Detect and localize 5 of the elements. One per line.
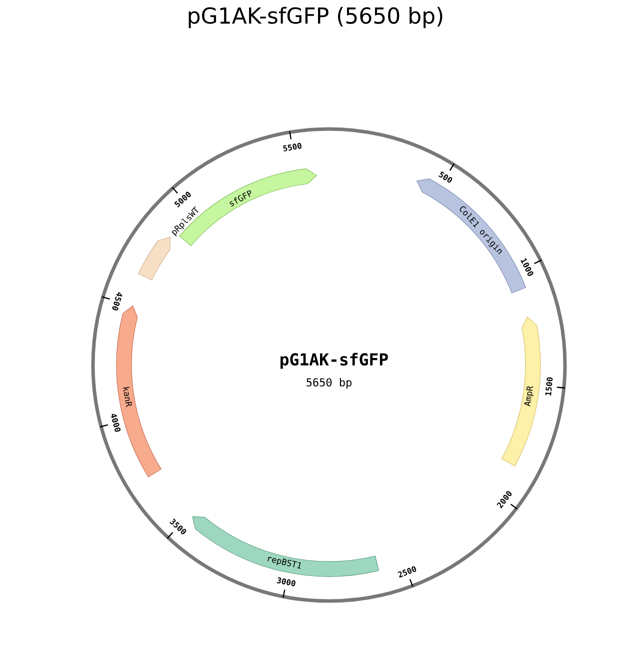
feature-segment: AmpR — [501, 316, 541, 466]
title: pG1AK-sfGFP (5650 bp) — [188, 6, 442, 28]
position-label: 2500 — [398, 566, 416, 578]
position-label: 5500 — [283, 142, 302, 152]
feature-segment: repBST1 — [192, 516, 380, 577]
